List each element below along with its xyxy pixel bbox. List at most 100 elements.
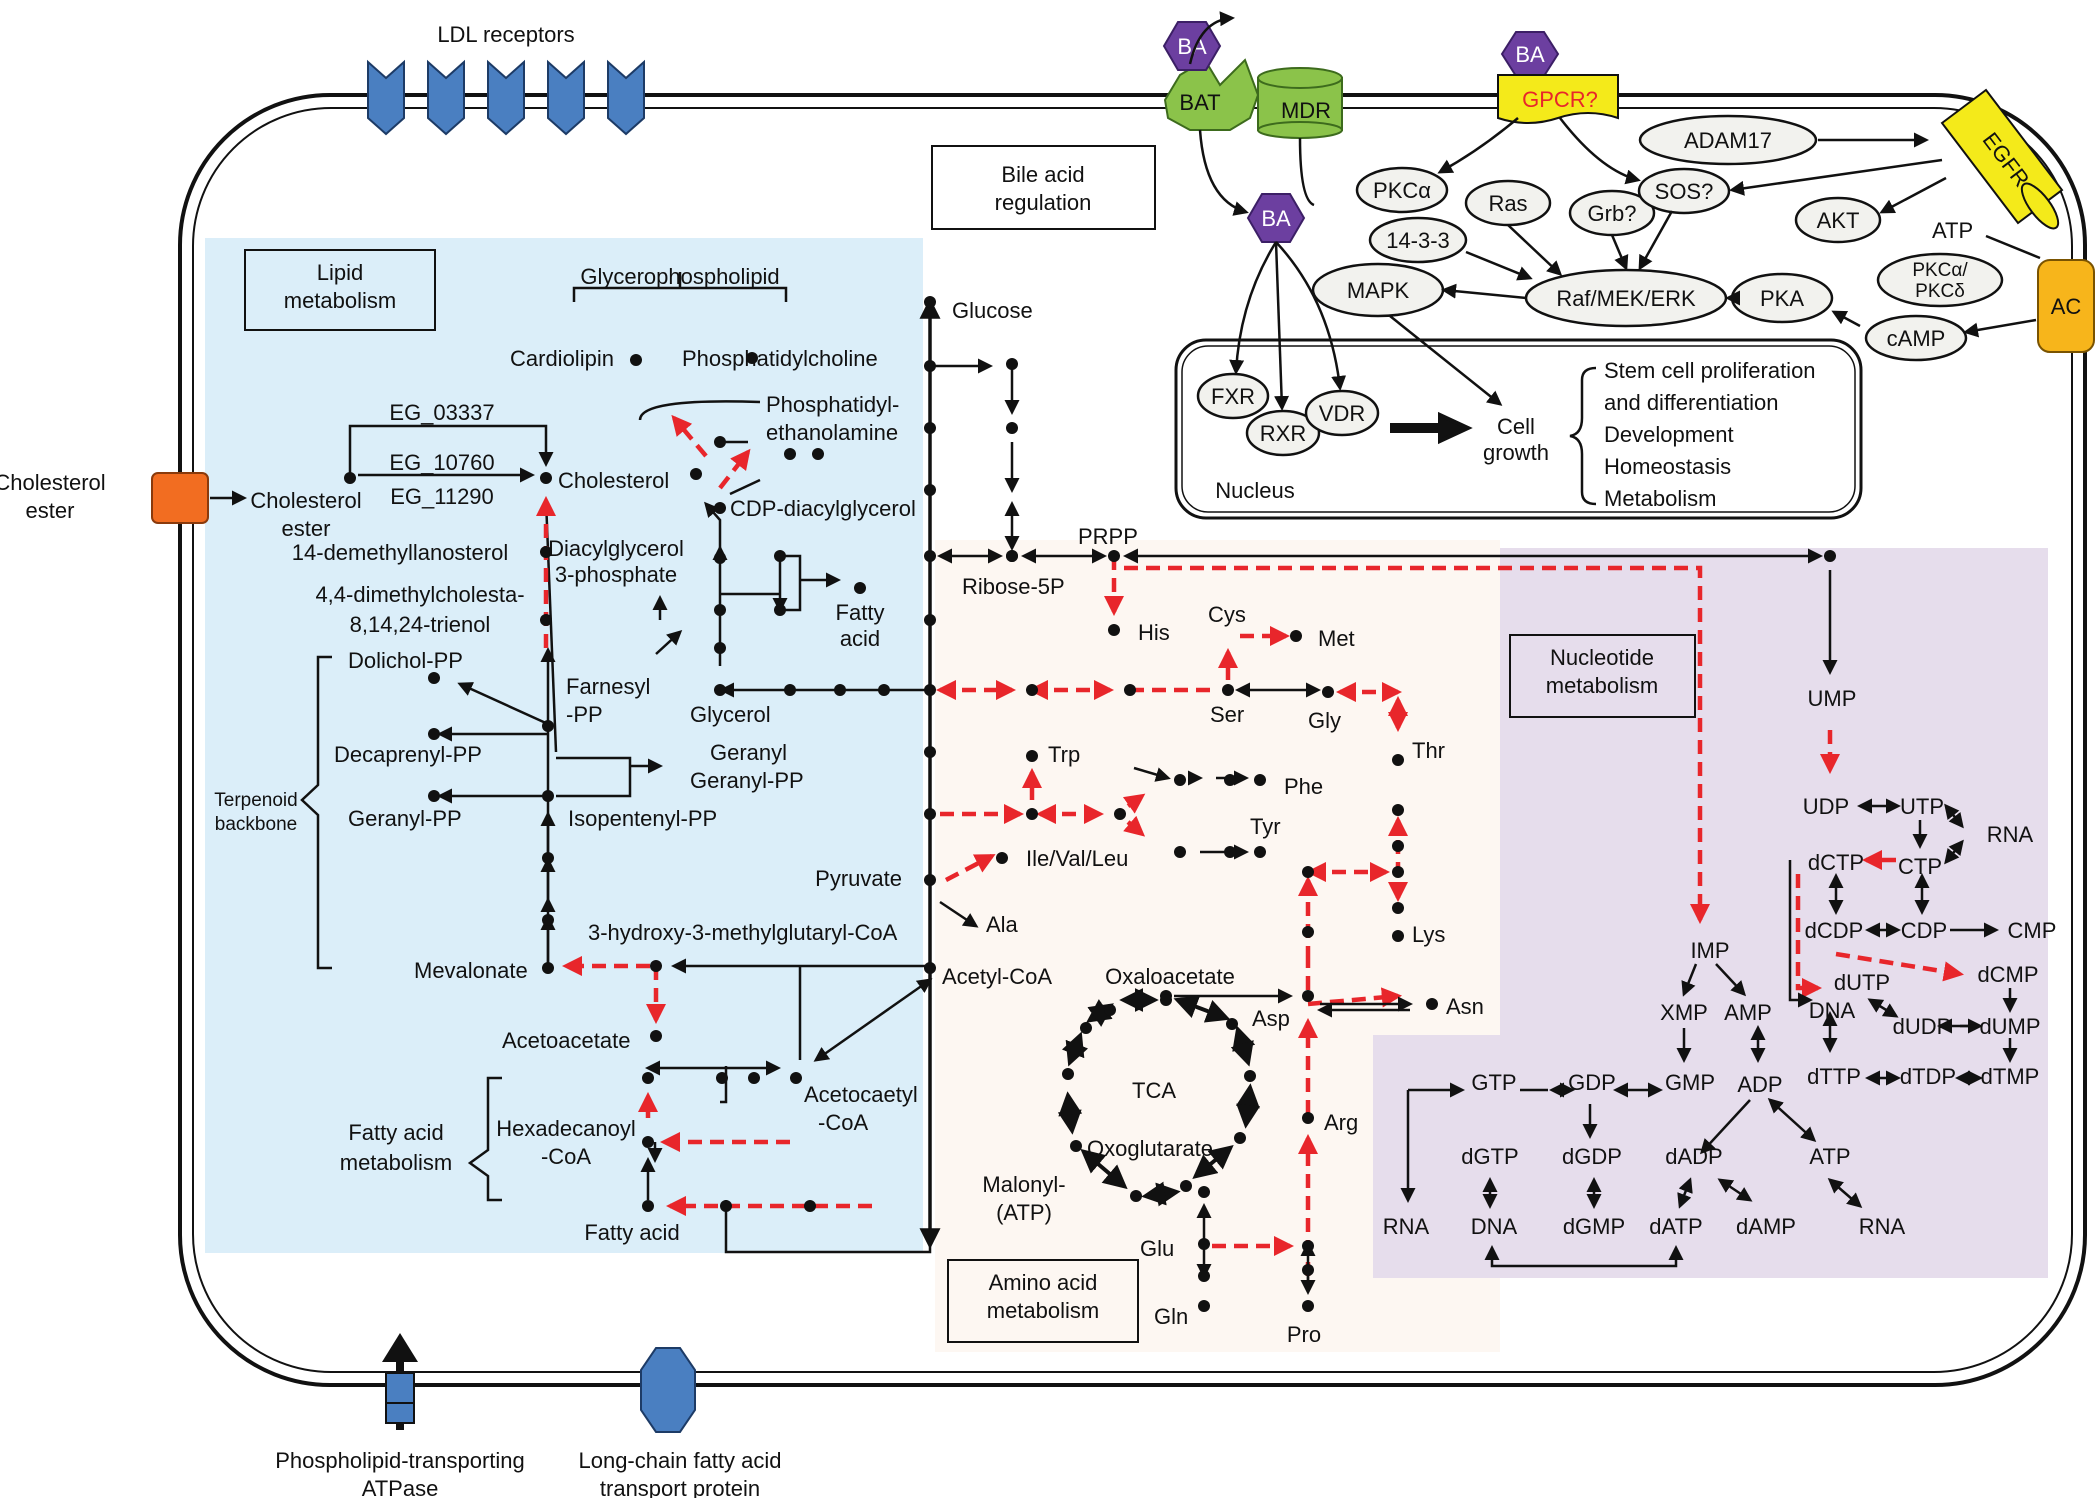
pka-label: PKA	[1760, 286, 1804, 311]
p1433-label: 14-3-3	[1386, 228, 1450, 253]
red-highlighted-paths	[535, 414, 1964, 1276]
akt-label: AKT	[1817, 208, 1860, 233]
dadp-label: dADP	[1665, 1144, 1722, 1169]
pkcad-label-1: PKCα/	[1912, 260, 1968, 281]
phe-label: Phe	[1284, 774, 1323, 799]
ldl-receptors	[367, 59, 645, 136]
phospholipid-atpase	[382, 1333, 418, 1430]
atp-ac-label: ATP	[1932, 218, 1973, 243]
cmp-label: CMP	[2008, 918, 2057, 943]
akt-node	[1794, 196, 1882, 244]
dna-dgtp-label: DNA	[1471, 1214, 1518, 1239]
amino-arrows	[930, 358, 1823, 1295]
tca-cycle	[1057, 988, 1261, 1207]
fatty-acid-side-label-1: Fatty	[836, 600, 885, 625]
dimethylcholesta-label-2: 8,14,24-trienol	[350, 612, 491, 637]
hexadecanoyl-label-2: -CoA	[541, 1144, 591, 1169]
dgtp-label: dGTP	[1461, 1144, 1518, 1169]
farnesyl-label-1: Farnesyl	[566, 674, 650, 699]
dgdp-label: dGDP	[1562, 1144, 1622, 1169]
imp-label: IMP	[1690, 938, 1729, 963]
nucleotide-arrows	[1400, 570, 2018, 1268]
oxoglutarate-label: Oxoglutarate	[1087, 1136, 1213, 1161]
cdp-diacylglycerol-label: CDP-diacylglycerol	[730, 496, 916, 521]
terpenoid-brace	[300, 655, 332, 970]
dudp-label: dUDP	[1893, 1014, 1952, 1039]
malonyl-label-1: Malonyl-	[982, 1172, 1065, 1197]
cdp-label: CDP	[1901, 918, 1947, 943]
glycerophospholipid-brace	[572, 272, 788, 302]
farnesyl-label-2: -PP	[566, 702, 603, 727]
trp-label: Trp	[1048, 742, 1080, 767]
mapk-label: MAPK	[1347, 278, 1410, 303]
mevalonate-label: Mevalonate	[414, 958, 528, 983]
gly-label: Gly	[1308, 708, 1341, 733]
cholesterol-ester-label-1: Cholesterol	[250, 488, 361, 513]
raf-label: Raf/MEK/ERK	[1556, 286, 1696, 311]
lys-label: Lys	[1412, 922, 1445, 947]
eg-10760-label: EG_10760	[389, 450, 494, 475]
geranyl-label: Geranyl-PP	[348, 806, 462, 831]
p1433-node	[1368, 216, 1468, 264]
prpp-label: PRPP	[1078, 524, 1138, 549]
gtp-label: GTP	[1471, 1070, 1516, 1095]
pe-label-1: Phosphatidyl-	[766, 392, 899, 417]
amino-label-box	[947, 1259, 1139, 1343]
dna-dutp-label: DNA	[1809, 998, 1856, 1023]
nucleus-inner	[1181, 345, 1856, 513]
ctp-label: CTP	[1898, 854, 1942, 879]
ac-label: AC	[2051, 294, 2082, 319]
terpenoid-label-2: backbone	[215, 814, 297, 835]
lipid-region	[205, 238, 923, 1253]
svg-text:BA: BA	[1261, 206, 1291, 231]
glu-label: Glu	[1140, 1236, 1174, 1261]
pe-label-2: ethanolamine	[766, 420, 898, 445]
rxr-node	[1245, 409, 1321, 457]
gdp-label: GDP	[1568, 1070, 1616, 1095]
pyruvate-label: Pyruvate	[815, 866, 902, 891]
damp-label: dAMP	[1736, 1214, 1796, 1239]
ribose-5p-label: Ribose-5P	[962, 574, 1065, 599]
acetyl-coa-label: Acetyl-CoA	[942, 964, 1052, 989]
ser-label: Ser	[1210, 702, 1244, 727]
adam17-label: ADAM17	[1684, 128, 1772, 153]
hmg-coa-label: 3-hydroxy-3-methylglutaryl-CoA	[588, 920, 898, 945]
metabolite-dots	[344, 352, 1836, 1312]
adp-label: ADP	[1737, 1072, 1782, 1097]
dtmp-label: dTMP	[1981, 1064, 2040, 1089]
acetoacetate-label: Acetoacetate	[502, 1028, 630, 1053]
gmp-label: GMP	[1665, 1070, 1715, 1095]
met-label: Met	[1318, 626, 1355, 651]
gln-label: Gln	[1154, 1304, 1188, 1329]
dctp-label: dCTP	[1808, 850, 1864, 875]
cardiolipin-label: Cardiolipin	[510, 346, 614, 371]
glycerophospholipid-label: Glycerophospholipid	[580, 264, 779, 289]
dcmp-label: dCMP	[1977, 962, 2038, 987]
udp-label: UDP	[1803, 794, 1849, 819]
outcome-2: and differentiation	[1604, 390, 1779, 415]
egfr-receptor	[1940, 88, 2064, 230]
nucleus	[1174, 338, 1863, 520]
ras-label: Ras	[1488, 191, 1527, 216]
spine-dots	[924, 296, 936, 974]
signaling-arrows	[1188, 11, 2041, 411]
ile-val-leu-label: Ile/Val/Leu	[1026, 846, 1128, 871]
rna-atp-label: RNA	[1859, 1214, 1906, 1239]
sos-node	[1637, 167, 1731, 215]
glycerol-label: Glycerol	[690, 702, 771, 727]
his-label: His	[1138, 620, 1170, 645]
pkca-node	[1355, 166, 1449, 214]
xmp-label: XMP	[1660, 1000, 1708, 1025]
nucleus-fat-arrow	[1390, 411, 1473, 445]
fatty-acid-brace	[467, 1076, 502, 1202]
arg-label: Arg	[1324, 1110, 1358, 1135]
mdr-label: MDR	[1281, 98, 1331, 123]
acetoacetyl-coa-label-2: -CoA	[818, 1110, 868, 1135]
acetoacetyl-coa-label-1: Acetocaetyl	[804, 1082, 918, 1107]
cys-label: Cys	[1208, 602, 1246, 627]
